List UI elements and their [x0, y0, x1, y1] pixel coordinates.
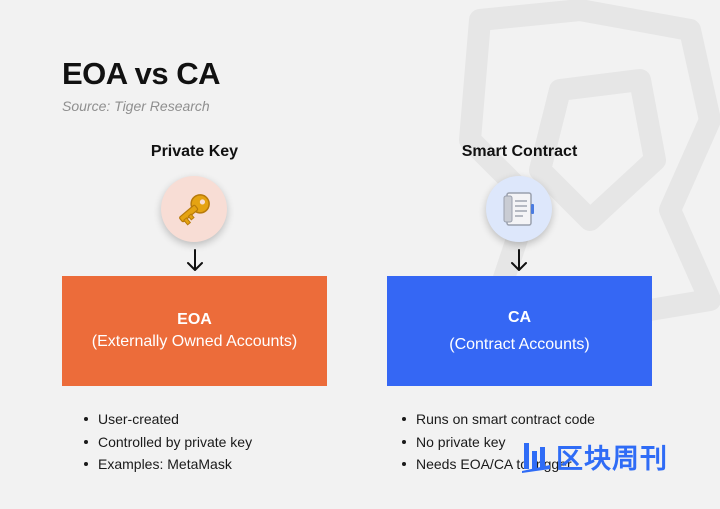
list-item: Runs on smart contract code — [400, 408, 595, 431]
eoa-box-title: EOA — [177, 311, 212, 328]
private-key-heading: Private Key — [150, 143, 239, 160]
down-arrow-icon — [511, 249, 527, 271]
page-title: EOA vs CA — [62, 56, 221, 91]
watermark-logo-text: 区块周刊 — [556, 443, 668, 474]
list-item: No private key — [400, 431, 595, 454]
ca-box-subtitle: (Contract Accounts) — [449, 335, 590, 353]
key-icon — [179, 194, 210, 226]
bar-chart-logo-icon — [522, 443, 550, 473]
list-item: Controlled by private key — [82, 431, 252, 454]
source-caption: Source: Tiger Research — [62, 98, 210, 114]
list-item: Examples: MetaMask — [82, 453, 252, 476]
down-arrow-icon — [187, 249, 203, 271]
ca-box: CA (Contract Accounts) — [387, 276, 652, 386]
contract-document-icon — [503, 192, 534, 226]
watermark-logo: 区块周刊 — [522, 436, 668, 476]
eoa-bullet-list: User-created Controlled by private key E… — [82, 408, 252, 476]
eoa-box: EOA (Externally Owned Accounts) — [62, 276, 327, 386]
key-icon-circle — [161, 176, 227, 242]
ca-box-title: CA — [507, 308, 532, 326]
smart-contract-heading: Smart Contract — [461, 143, 578, 160]
contract-icon-circle — [486, 176, 552, 242]
eoa-box-subtitle: (Externally Owned Accounts) — [91, 333, 298, 350]
list-item: User-created — [82, 408, 252, 431]
